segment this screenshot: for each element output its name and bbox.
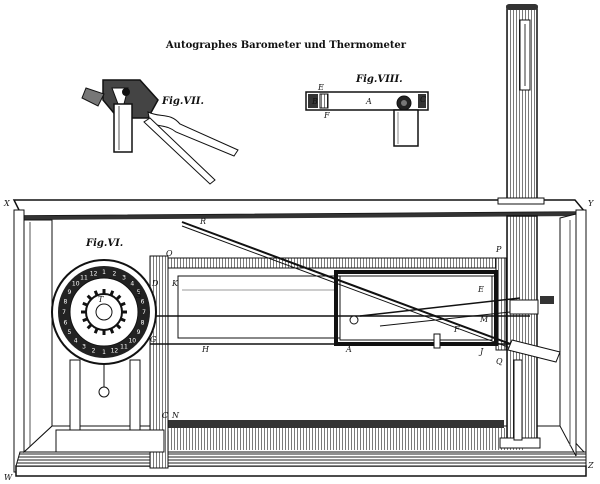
fig7-detail: Fig.VII. [81, 79, 239, 185]
gear-tooth [82, 317, 88, 323]
fig8-letter-b: B [311, 97, 318, 106]
letter-p: P [495, 245, 502, 254]
letter-d: D [151, 279, 159, 288]
clock-numeral: 7 [62, 309, 66, 316]
letter-f: F [453, 325, 460, 334]
letter-e: E [477, 285, 484, 294]
clock-numeral: 10 [72, 281, 80, 288]
letter-q: Q [496, 357, 503, 366]
clock-numeral: 3 [82, 344, 86, 351]
plate-title: Autographes Barometer und Thermometer [165, 40, 407, 51]
clock-numeral: 1 [102, 349, 106, 356]
clock-numeral: 2 [92, 348, 96, 355]
cabinet-frame [12, 199, 587, 477]
letter-a: A [345, 345, 352, 354]
clock-numeral: 10 [128, 337, 136, 344]
clock-numeral: 6 [141, 299, 145, 306]
fig8-letter-a: A [365, 97, 372, 106]
fig8-letter-f: F [323, 111, 330, 120]
clock-numeral: 3 [122, 274, 126, 281]
letter-h: H [201, 345, 210, 354]
clock-letter-s: S [136, 291, 142, 300]
gear-tooth [120, 301, 126, 307]
fig8-detail: Fig.VIII. E B A F C [305, 74, 429, 147]
gear-tooth [86, 294, 93, 301]
clock-numeral: 4 [130, 281, 134, 288]
clock-numeral: 5 [137, 289, 141, 296]
clock-numeral: 9 [67, 289, 71, 296]
lever-rods [150, 221, 561, 363]
letter-x: X [3, 199, 10, 208]
letter-j: J [478, 347, 484, 356]
letter-y: Y [588, 199, 594, 208]
barometer-column [497, 4, 545, 449]
letter-m: M [479, 315, 489, 324]
letter-k: K [171, 279, 179, 288]
fig6-label: Fig.VI. [85, 238, 123, 249]
clock-numeral: 7 [142, 309, 146, 316]
gear-tooth [93, 290, 99, 296]
clock-numeral: 12 [90, 270, 98, 277]
fig8-label: Fig.VIII. [355, 74, 403, 85]
clock-numeral: 1 [102, 269, 106, 276]
clock-letter-t: T [98, 295, 104, 304]
clock-numeral: 6 [63, 319, 67, 326]
clock-numeral: 8 [141, 319, 145, 326]
letter-n: N [171, 411, 180, 420]
gear-tooth [93, 328, 99, 334]
clock-numeral: 11 [120, 344, 128, 351]
clock-numeral: 4 [74, 337, 78, 344]
clock-numeral: 11 [80, 274, 88, 281]
letter-c: C [162, 411, 168, 420]
gear-tooth [120, 317, 126, 323]
clock-numeral: 2 [112, 270, 116, 277]
fig8-letter-c: C [420, 95, 426, 104]
letter-r: R [199, 217, 206, 226]
gear-tooth [109, 328, 115, 334]
letter-z: Z [587, 461, 594, 470]
clock-numeral: 5 [67, 329, 71, 336]
letter-w: W [4, 473, 13, 482]
gear-tooth [82, 301, 88, 307]
gear-tooth [109, 290, 115, 296]
letter-g: G [150, 335, 157, 344]
clock-numeral: 12 [111, 348, 119, 355]
letter-labels: X Y W Z R O P D K G H E M F A J Q C N [3, 199, 594, 482]
fig7-label: Fig.VII. [161, 96, 204, 107]
gear-tooth [86, 323, 93, 330]
letter-o: O [166, 249, 173, 258]
fig8-letter-e: E [317, 83, 324, 92]
gear-tooth [115, 323, 122, 330]
clock-numeral: 9 [137, 329, 141, 336]
clock-numeral: 8 [63, 299, 67, 306]
gear-tooth [115, 294, 122, 301]
